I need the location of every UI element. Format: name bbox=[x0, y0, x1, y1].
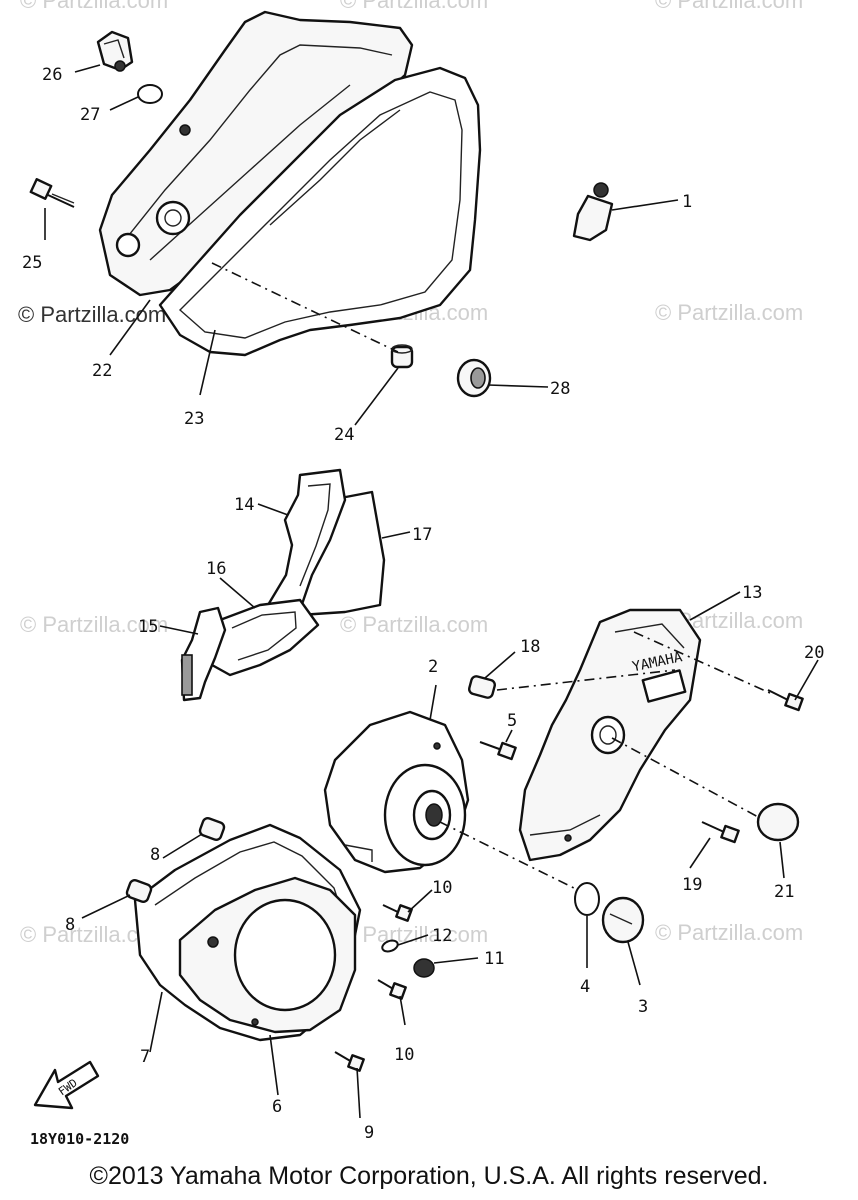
watermark: © Partzilla.com bbox=[655, 300, 803, 325]
watermark: © Partzilla.com bbox=[340, 922, 488, 947]
oring-4 bbox=[574, 882, 600, 916]
callout-19: 19 bbox=[682, 875, 702, 895]
callout-16: 16 bbox=[206, 559, 226, 579]
callout-2: 2 bbox=[428, 657, 438, 677]
oring-27 bbox=[137, 84, 163, 104]
callout-10-upper: 10 bbox=[432, 878, 452, 898]
watermark: © Partzilla.com bbox=[655, 0, 803, 13]
bolt-20 bbox=[767, 689, 804, 712]
housing-2 bbox=[323, 710, 470, 874]
callout-20: 20 bbox=[804, 643, 824, 663]
cap-21 bbox=[756, 802, 800, 842]
copyright-notice: ©2013 Yamaha Motor Corporation, U.S.A. A… bbox=[89, 1162, 769, 1190]
fwd-arrow-icon: FWD bbox=[33, 1060, 100, 1110]
crankcase-cover-22 bbox=[98, 10, 414, 297]
callout-8-upper: 8 bbox=[150, 845, 160, 865]
callouts: 1 2 3 4 5 6 7 8 8 9 10 10 11 12 13 14 15… bbox=[22, 65, 824, 1143]
callout-18: 18 bbox=[520, 637, 540, 657]
bolt-19 bbox=[701, 821, 740, 844]
callout-25: 25 bbox=[22, 253, 42, 273]
leader-lines bbox=[44, 64, 819, 1119]
bolt-10b bbox=[377, 979, 407, 1000]
callout-17: 17 bbox=[412, 525, 432, 545]
plug-3 bbox=[601, 896, 645, 944]
callout-27: 27 bbox=[80, 105, 100, 125]
watermark: © Partzilla.com bbox=[340, 0, 488, 13]
cover-6 bbox=[178, 876, 357, 1034]
watermark: © Partzilla.com bbox=[18, 302, 166, 327]
callout-6: 6 bbox=[272, 1097, 282, 1117]
dowel-8a bbox=[198, 816, 226, 842]
callout-26: 26 bbox=[42, 65, 62, 85]
gasket-23 bbox=[158, 66, 482, 357]
gasket-15 bbox=[180, 606, 227, 702]
bolt-25 bbox=[29, 178, 75, 208]
watermark: © Partzilla.com bbox=[340, 612, 488, 637]
diagram-code: 18Y010-2120 bbox=[30, 1130, 130, 1148]
callout-14: 14 bbox=[234, 495, 254, 515]
plug-26 bbox=[96, 30, 134, 72]
callout-4: 4 bbox=[580, 977, 590, 997]
callout-22: 22 bbox=[92, 361, 112, 381]
callout-28: 28 bbox=[550, 379, 570, 399]
dowel-8b bbox=[125, 878, 153, 904]
watermark: © Partzilla.com bbox=[20, 612, 168, 637]
callout-13: 13 bbox=[742, 583, 762, 603]
callout-9: 9 bbox=[364, 1123, 374, 1143]
callout-3: 3 bbox=[638, 997, 648, 1017]
cover-13: YAMAHA bbox=[518, 608, 702, 862]
callout-7: 7 bbox=[140, 1047, 150, 1067]
dowel-24 bbox=[390, 344, 414, 369]
watermark: © Partzilla.com bbox=[20, 0, 168, 13]
bolt-10a bbox=[382, 904, 413, 922]
dowel-18 bbox=[468, 675, 496, 699]
callout-8-lower: 8 bbox=[65, 915, 75, 935]
callout-21: 21 bbox=[774, 882, 794, 902]
watermarks: © Partzilla.com © Partzilla.com © Partzi… bbox=[18, 0, 803, 947]
bolt-9 bbox=[334, 1051, 365, 1072]
callout-10-lower: 10 bbox=[394, 1045, 414, 1065]
nut-11 bbox=[413, 958, 435, 978]
washer-12 bbox=[381, 939, 399, 953]
bolt-5 bbox=[479, 741, 517, 761]
callout-15: 15 bbox=[138, 617, 158, 637]
callout-24: 24 bbox=[334, 425, 354, 445]
gasket-16 bbox=[210, 598, 320, 677]
callout-5: 5 bbox=[507, 711, 517, 731]
watermark: © Partzilla.com bbox=[655, 920, 803, 945]
callout-1: 1 bbox=[682, 192, 692, 212]
callout-11: 11 bbox=[484, 949, 504, 969]
part-1 bbox=[572, 182, 614, 242]
callout-12: 12 bbox=[432, 926, 452, 946]
grommet-28 bbox=[456, 358, 492, 398]
callout-23: 23 bbox=[184, 409, 204, 429]
